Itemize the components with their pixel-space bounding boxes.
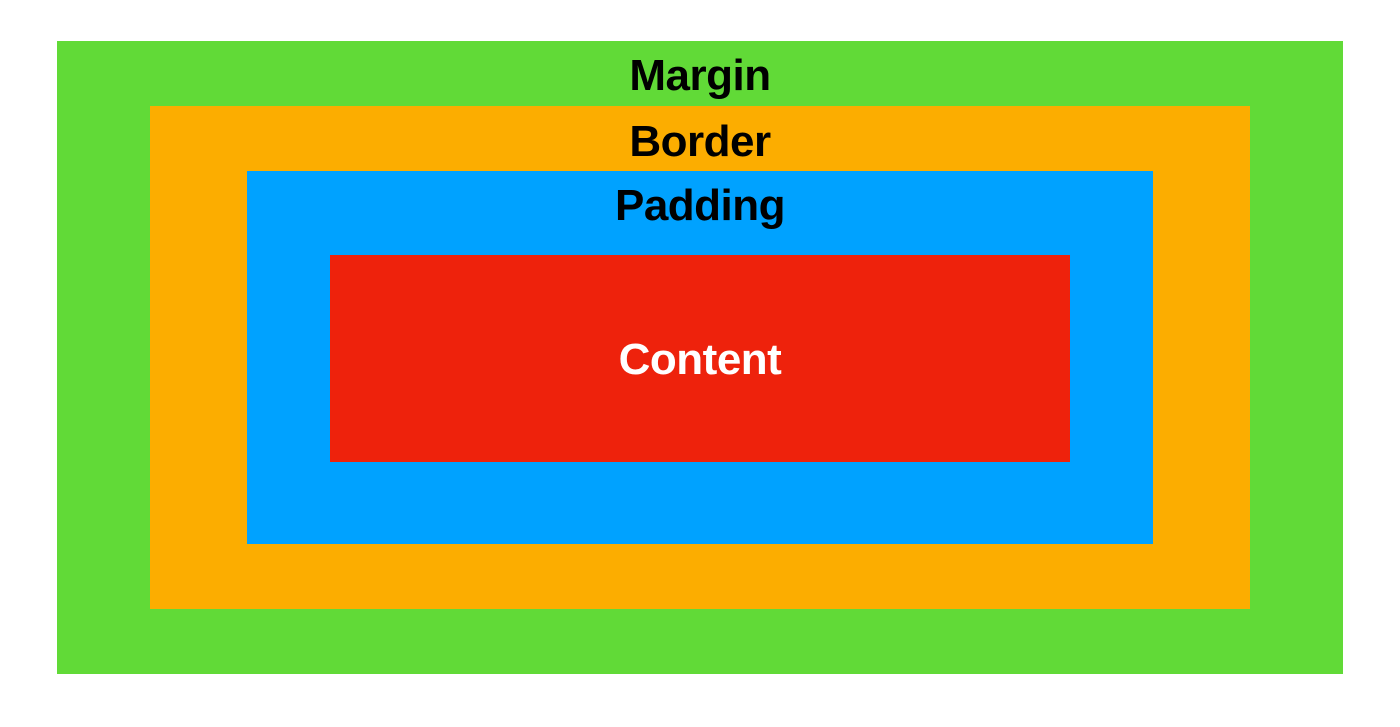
padding-label: Padding: [614, 181, 786, 230]
content-label: Content: [618, 335, 782, 384]
margin-label: Margin: [629, 51, 771, 100]
border-label: Border: [629, 117, 771, 166]
content-box: Content: [330, 255, 1070, 462]
